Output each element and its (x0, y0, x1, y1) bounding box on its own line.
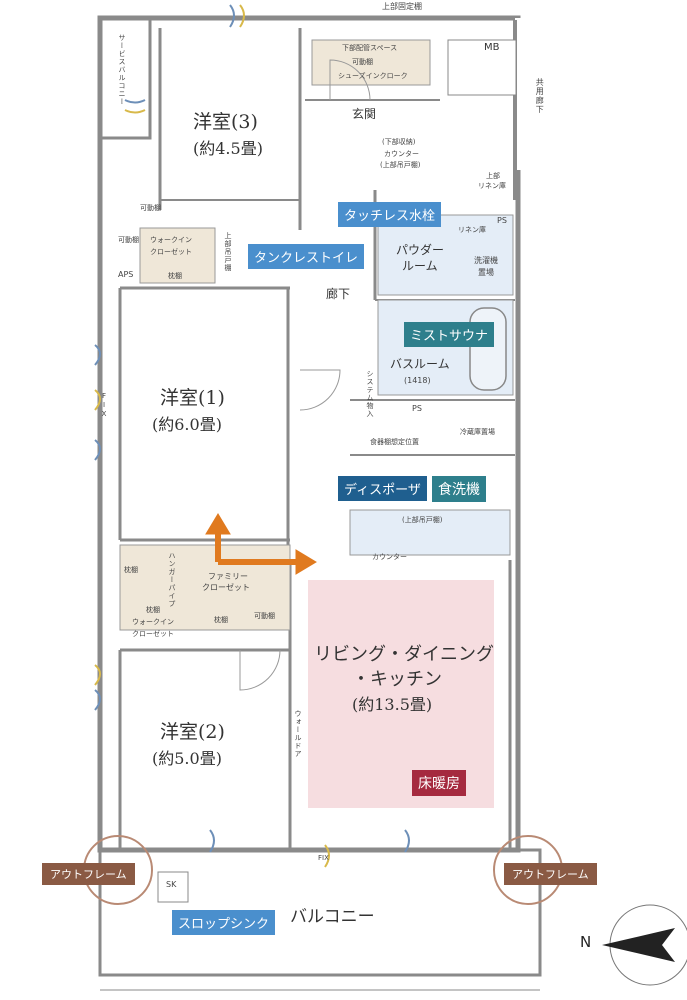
ps-top-label: PS (497, 216, 507, 225)
counter-label: カウンター (372, 553, 407, 561)
walls (97, 15, 555, 991)
powder-room-label-2: ルーム (402, 259, 438, 273)
pillow-shelf-wic2: 枕棚 (146, 606, 160, 614)
washer-label-2: 置場 (478, 268, 494, 277)
slop-sink-tag: スロップシンク (172, 910, 276, 935)
arrow-head-up (205, 513, 231, 535)
dish-shelf-label: 食器棚想定位置 (370, 438, 419, 446)
mist-sauna-tag: ミストサウナ (404, 322, 495, 347)
fridge-label: 冷蔵庫置場 (460, 428, 495, 436)
touchless-faucet-tag: タッチレス水栓 (338, 202, 442, 227)
floor-heating-area (308, 580, 494, 808)
hanging-pipe-label: ハンガーパイプ (168, 552, 177, 608)
outframe-left-tag: アウトフレーム (42, 863, 135, 885)
service-balcony-label: サービスバルコニー (118, 34, 127, 106)
powder-room-area (377, 214, 514, 296)
tankless-toilet-tag: タンクレストイレ (248, 244, 365, 269)
linen-top-1: 上部 (486, 172, 500, 180)
room3-name: 洋室(3) (193, 111, 258, 133)
floor-heating-tag: 床暖房 (412, 770, 466, 796)
disposer-tag: ディスポーザ (338, 476, 427, 501)
movable-shelf-r3b: 可動棚 (118, 236, 139, 244)
dishwasher-tag: 食洗機 (432, 476, 486, 502)
family-closet-1: ファミリー (208, 572, 248, 581)
system-storage-label: システム物入 (366, 370, 375, 418)
wic2-label-1: ウォークイン (132, 618, 174, 626)
arrow-head-right (295, 549, 317, 575)
ldk-line2: ・キッチン (352, 669, 442, 690)
ps-mid-label: PS (412, 404, 422, 413)
counter-note-2: カウンター (384, 150, 419, 158)
movable-shelf-r3a: 可動棚 (140, 204, 161, 212)
room3-size: (約4.5畳) (193, 139, 263, 158)
room1-size: (約6.0畳) (152, 415, 222, 434)
movable-shelf-fc: 可動棚 (254, 612, 275, 620)
linen-label: リネン庫 (458, 226, 486, 234)
compass-north-label: N (580, 933, 592, 951)
room1-name: 洋室(1) (160, 387, 225, 409)
ldk-size: (約13.5畳) (352, 695, 433, 714)
room2-name: 洋室(2) (160, 721, 225, 743)
aps-label: APS (118, 270, 134, 279)
entrance-label: 玄関 (352, 107, 377, 121)
sk-box (157, 871, 189, 903)
compass-needle-icon (602, 928, 675, 962)
top-cabinet-kitchen: (上部吊戸棚) (402, 516, 443, 524)
pillow-shelf-r3: 枕棚 (168, 272, 182, 280)
top-fixed-shelf-label: 上部固定棚 (382, 2, 422, 11)
bathtub (469, 307, 507, 391)
flow-arrows (205, 513, 317, 575)
counter-note-3: (上部吊戸棚) (380, 161, 421, 169)
wic-r3-label-2: クローゼット (150, 248, 192, 256)
mb-label: MB (484, 42, 500, 53)
bath-size-label: (1418) (404, 376, 431, 385)
service-balcony (98, 16, 152, 140)
kitchen-counter-area (349, 509, 511, 556)
fix-label: FIX (100, 392, 109, 419)
top-cabinet-toilet: 上部吊戸棚 (224, 232, 233, 272)
outframe-right-tag: アウトフレーム (504, 863, 597, 885)
wic-room3-area (139, 227, 216, 284)
shoe-cloak-label: シューズインクローク (338, 72, 408, 80)
pillow-shelf-fc: 枕棚 (124, 566, 138, 574)
pillow-shelf-fc2: 枕棚 (214, 616, 228, 624)
room2-size: (約5.0畳) (152, 749, 222, 768)
compass (602, 904, 687, 986)
sk-label: SK (166, 880, 177, 889)
linen-top-2: リネン庫 (478, 182, 506, 190)
family-closet-2: クローゼット (202, 583, 250, 592)
powder-room-label-1: パウダー (396, 243, 445, 257)
wic-r3-label-1: ウォークイン (150, 236, 192, 244)
window-marks (94, 4, 410, 868)
movable-shelf-entry-label: 可動棚 (352, 58, 373, 66)
shoe-cloak-area (311, 39, 431, 86)
wic2-label-2: クローゼット (132, 630, 174, 638)
mb-box (447, 39, 517, 96)
shared-corridor-label: 共用廊下 (535, 78, 545, 114)
fix-bottom-label: FIX (318, 854, 329, 862)
door-swings (239, 59, 371, 691)
wall-door-label: ウォールドア (294, 710, 303, 758)
bathroom-label: バスルーム (390, 357, 450, 371)
under-floor-space-label: 下部配管スペース (342, 44, 398, 52)
zone-fills (83, 39, 563, 905)
hallway-label: 廊下 (326, 287, 351, 301)
ldk-line1: リビング・ダイニング (314, 644, 494, 665)
counter-note-1: (下部収納) (382, 138, 416, 146)
washer-label-1: 洗濯機 (474, 256, 498, 265)
balcony-label: バルコニー (290, 907, 375, 927)
